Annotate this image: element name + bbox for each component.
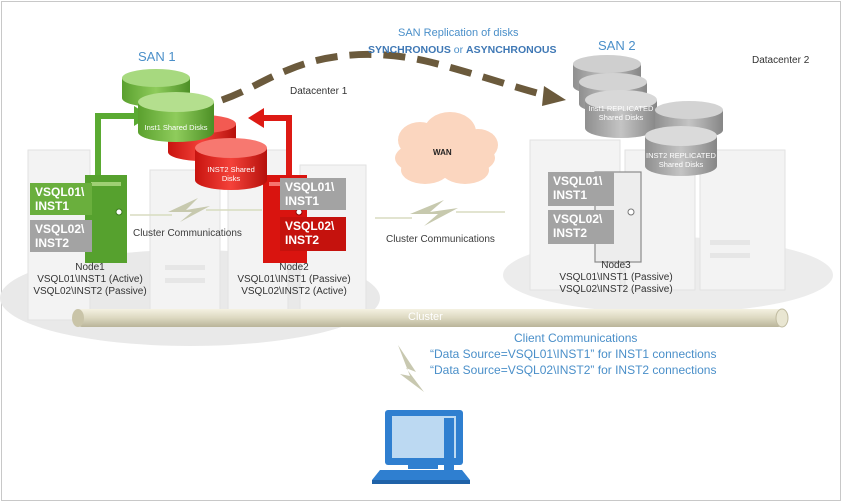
mode-asynchronous: ASYNCHRONOUS — [466, 44, 557, 56]
wan-cluster-comm-lightning — [375, 200, 505, 226]
inst1-shared-disks-label: Inst1 Shared Disks — [144, 123, 208, 132]
client-comm-line1: “Data Source=VSQL01\INST1” for INST1 con… — [430, 347, 717, 361]
node3-caption: Node3 VSQL01\INST1 (Passive) VSQL02\INST… — [559, 260, 673, 295]
node2-inst1-card: VSQL01\INST1 — [280, 178, 346, 210]
datacenter2-label: Datacenter 2 — [752, 55, 810, 66]
san1-label: SAN 1 — [138, 49, 176, 64]
mode-synchronous: SYNCHRONOUS — [368, 44, 451, 56]
san-replication-title: SAN Replication of disks — [398, 27, 519, 39]
node2-to-san-arrow — [262, 115, 292, 175]
inst2-shared-disks-label: INST2 Shared Disks — [207, 165, 255, 183]
inst1-replicated-disks-label: Inst1 REPLICATED Shared Disks — [588, 104, 654, 122]
wan-label: WAN — [433, 148, 452, 157]
cluster-bar — [72, 308, 789, 328]
local-cluster-comm-lightning — [130, 198, 262, 222]
wan-cloud — [395, 112, 498, 184]
node1-inst1-card: VSQL01\INST1 — [30, 183, 92, 215]
datacenter1-label: Datacenter 1 — [290, 86, 348, 97]
node2-inst2-card: VSQL02\INST2 — [280, 217, 346, 251]
dc2-server-slots — [710, 240, 750, 258]
node3-inst2-card: VSQL02\INST2 — [548, 210, 614, 244]
san1-disk-stack — [122, 69, 267, 190]
mode-or: or — [453, 44, 464, 56]
cluster-label: Cluster — [408, 311, 443, 323]
node1-server-tower — [85, 175, 127, 263]
node1-inst2-card: VSQL02\INST2 — [30, 220, 92, 252]
client-comm-line2: “Data Source=VSQL02\INST2” for INST2 con… — [430, 363, 717, 377]
node1-to-san-arrow — [95, 113, 136, 175]
san2-disk-stack — [573, 55, 723, 176]
local-cluster-comm-label: Cluster Communications — [133, 228, 242, 239]
client-computer-icon — [372, 410, 470, 484]
wan-cluster-comm-label: Cluster Communications — [386, 234, 495, 245]
node2-caption: Node2 VSQL01\INST1 (Passive) VSQL02\INST… — [237, 262, 351, 297]
client-comm-title: Client Communications — [514, 331, 638, 345]
inst2-replicated-disks-label: INST2 REPLICATED Shared Disks — [646, 151, 716, 169]
node3-inst1-card: VSQL01\INST1 — [548, 172, 614, 206]
san-replication-modes: SYNCHRONOUS or ASYNCHRONOUS — [368, 44, 556, 56]
san-replication-arrow — [220, 50, 549, 104]
node1-caption: Node1 VSQL01\INST1 (Active) VSQL02\INST2… — [33, 262, 147, 297]
client-comm-lightning — [398, 345, 424, 392]
san2-label: SAN 2 — [598, 38, 636, 53]
